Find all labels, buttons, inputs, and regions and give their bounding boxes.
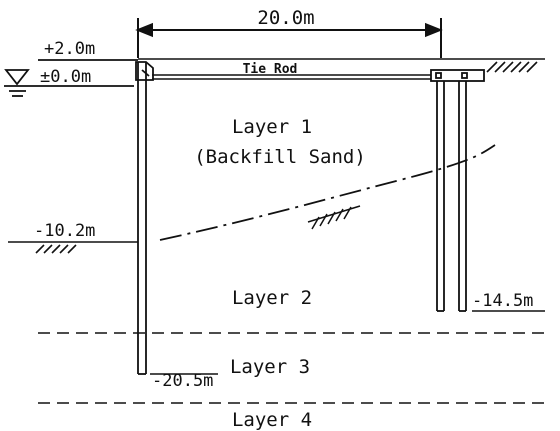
ground-hatch xyxy=(518,61,530,73)
wall-cap xyxy=(135,61,154,81)
level-wall-tip-label: -20.5m xyxy=(152,371,213,391)
tie-rod xyxy=(152,74,431,80)
level-top-label: +2.0m xyxy=(44,39,95,59)
ground-surface-right xyxy=(138,58,545,73)
dredge-hatch xyxy=(35,244,45,254)
span-label: 20.0m xyxy=(257,7,314,29)
dredge-hatch xyxy=(51,244,61,254)
dredge-hatch xyxy=(43,244,53,254)
level-layer-boundary-label: -10.2m xyxy=(34,221,95,241)
layer3-label: Layer 3 xyxy=(230,356,310,378)
slope-hatch-mark xyxy=(327,211,336,225)
slope-hatch xyxy=(307,205,361,230)
layer4-label: Layer 4 xyxy=(232,409,312,431)
dredge-level-marker xyxy=(8,241,138,254)
anchor-cap-bolt-left xyxy=(435,72,442,79)
ground-hatch xyxy=(502,61,514,73)
anchor-cap xyxy=(430,69,485,82)
water-level-symbol xyxy=(4,69,134,97)
tie-rod-label: Tie Rod xyxy=(243,62,298,77)
layer2-label: Layer 2 xyxy=(232,287,312,309)
layer1-label: Layer 1 xyxy=(232,116,312,138)
sheet-pile-wall xyxy=(135,61,154,375)
dredge-hatch xyxy=(67,244,77,254)
level-water-label: ±0.0m xyxy=(40,67,91,87)
ground-hatch xyxy=(494,61,506,73)
anchor-cap-bolt-right xyxy=(461,72,468,79)
slope-hatch-mark xyxy=(335,208,344,222)
wall-cap-detail xyxy=(141,69,150,77)
slope-hatch-mark xyxy=(343,206,352,220)
ground-hatch xyxy=(526,61,538,73)
slope-hatch-mark xyxy=(311,216,320,230)
span-dimension xyxy=(135,18,443,58)
anchor-pile-group xyxy=(430,69,485,312)
water-level-triangle xyxy=(4,69,30,86)
layer1-description: (Backfill Sand) xyxy=(194,146,366,168)
ground-hatch xyxy=(486,61,498,73)
ground-hatch xyxy=(510,61,522,73)
layer-boundary-slope xyxy=(159,144,496,241)
slope-hatch-mark xyxy=(319,213,328,227)
level-anchor-tip-label: -14.5m xyxy=(472,291,533,311)
dredge-hatch xyxy=(59,244,69,254)
